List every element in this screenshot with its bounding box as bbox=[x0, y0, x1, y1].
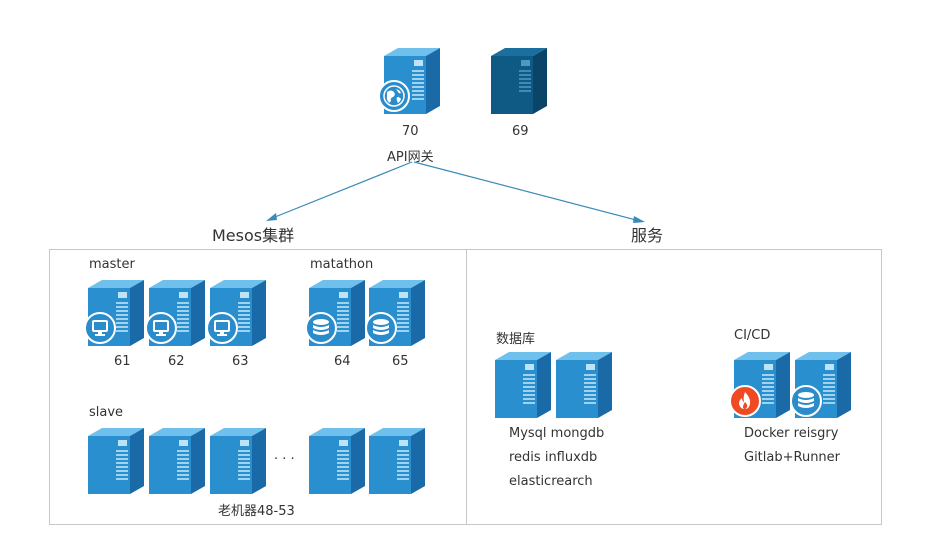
mesos-section-title: Mesos集群 bbox=[212, 226, 295, 245]
cicd-line-1: Docker reisgry bbox=[744, 426, 839, 441]
db-line-2: redis influxdb bbox=[509, 450, 598, 465]
services-panel bbox=[466, 249, 882, 525]
cicd-line-2: Gitlab+Runner bbox=[744, 450, 841, 465]
slave-server-icon bbox=[309, 428, 365, 494]
slave-ellipsis: · · · bbox=[274, 452, 295, 467]
db-line-3: elasticrearch bbox=[509, 474, 593, 489]
arrow-to-mesos bbox=[269, 161, 413, 220]
spare-id: 69 bbox=[512, 124, 529, 139]
slave-server-icon bbox=[149, 428, 205, 494]
arrow-head-mesos bbox=[266, 213, 277, 221]
gateway-id: 70 bbox=[402, 124, 419, 139]
master-id-62: 62 bbox=[168, 354, 185, 369]
slave-caption: 老机器48-53 bbox=[218, 504, 295, 519]
globe-icon bbox=[378, 80, 410, 112]
master-label: master bbox=[89, 257, 135, 272]
fire-icon bbox=[729, 385, 761, 417]
cicd-label: CI/CD bbox=[734, 328, 771, 343]
services-section-title: 服务 bbox=[631, 226, 664, 245]
db-line-1: Mysql mongdb bbox=[509, 426, 605, 441]
database-label: 数据库 bbox=[496, 332, 536, 347]
database-icon bbox=[365, 312, 397, 344]
master-id-61: 61 bbox=[114, 354, 131, 369]
monitor-icon bbox=[206, 312, 238, 344]
slave-server-icon bbox=[210, 428, 266, 494]
db-server-icon bbox=[556, 352, 612, 418]
arrow-to-services bbox=[413, 161, 641, 222]
monitor-icon bbox=[145, 312, 177, 344]
marathon-id-64: 64 bbox=[334, 354, 351, 369]
monitor-icon bbox=[84, 312, 116, 344]
db-server-icon bbox=[495, 352, 551, 418]
arrow-head-services bbox=[633, 216, 645, 223]
marathon-label: matathon bbox=[310, 257, 374, 272]
slave-label: slave bbox=[89, 405, 124, 420]
slave-server-icon bbox=[369, 428, 425, 494]
slave-server-icon bbox=[88, 428, 144, 494]
gateway-label: API网关 bbox=[387, 150, 434, 165]
master-id-63: 63 bbox=[232, 354, 249, 369]
spare-server-icon bbox=[491, 48, 547, 114]
database-icon bbox=[790, 385, 822, 417]
database-icon bbox=[305, 312, 337, 344]
marathon-id-65: 65 bbox=[392, 354, 409, 369]
